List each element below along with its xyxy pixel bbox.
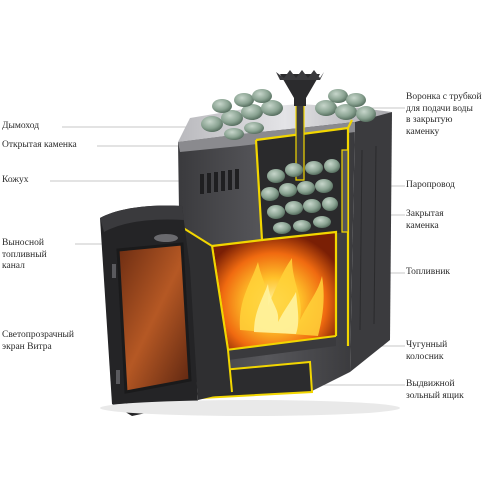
label-firebox: Топливник xyxy=(406,267,451,277)
vitra-glass-panel xyxy=(118,244,190,392)
closed-chamber-stones xyxy=(261,159,340,234)
remote-fuel-channel-shape xyxy=(179,225,233,400)
label-steam-line: Паропровод xyxy=(406,180,455,190)
stove-door xyxy=(100,205,198,416)
water-funnel-shape xyxy=(276,70,324,106)
label-chimney: Дымоход xyxy=(2,121,40,131)
label-casing: Кожух xyxy=(2,175,29,185)
label-remote-fuel-channel: Выносной топливный канал xyxy=(2,238,47,271)
label-closed-stone-chamber: Закрытая каменка xyxy=(406,209,444,231)
label-open-stone-chamber: Открытая каменка xyxy=(2,140,77,150)
door-logo-plate xyxy=(154,234,178,242)
casing-vents xyxy=(200,169,239,194)
cast-iron-grate-shape xyxy=(225,335,337,360)
label-cast-iron-grate: Чугунный колосник xyxy=(406,340,448,362)
label-ash-drawer: Выдвижной зольный ящик xyxy=(406,379,464,401)
base-shadow xyxy=(100,400,400,416)
label-water-funnel: Воронка с трубкой для подачи воды в закр… xyxy=(406,92,482,137)
open-chamber-stones xyxy=(201,89,376,140)
label-vitra-glass-screen: Светопрозрачный экран Витра xyxy=(2,330,75,352)
